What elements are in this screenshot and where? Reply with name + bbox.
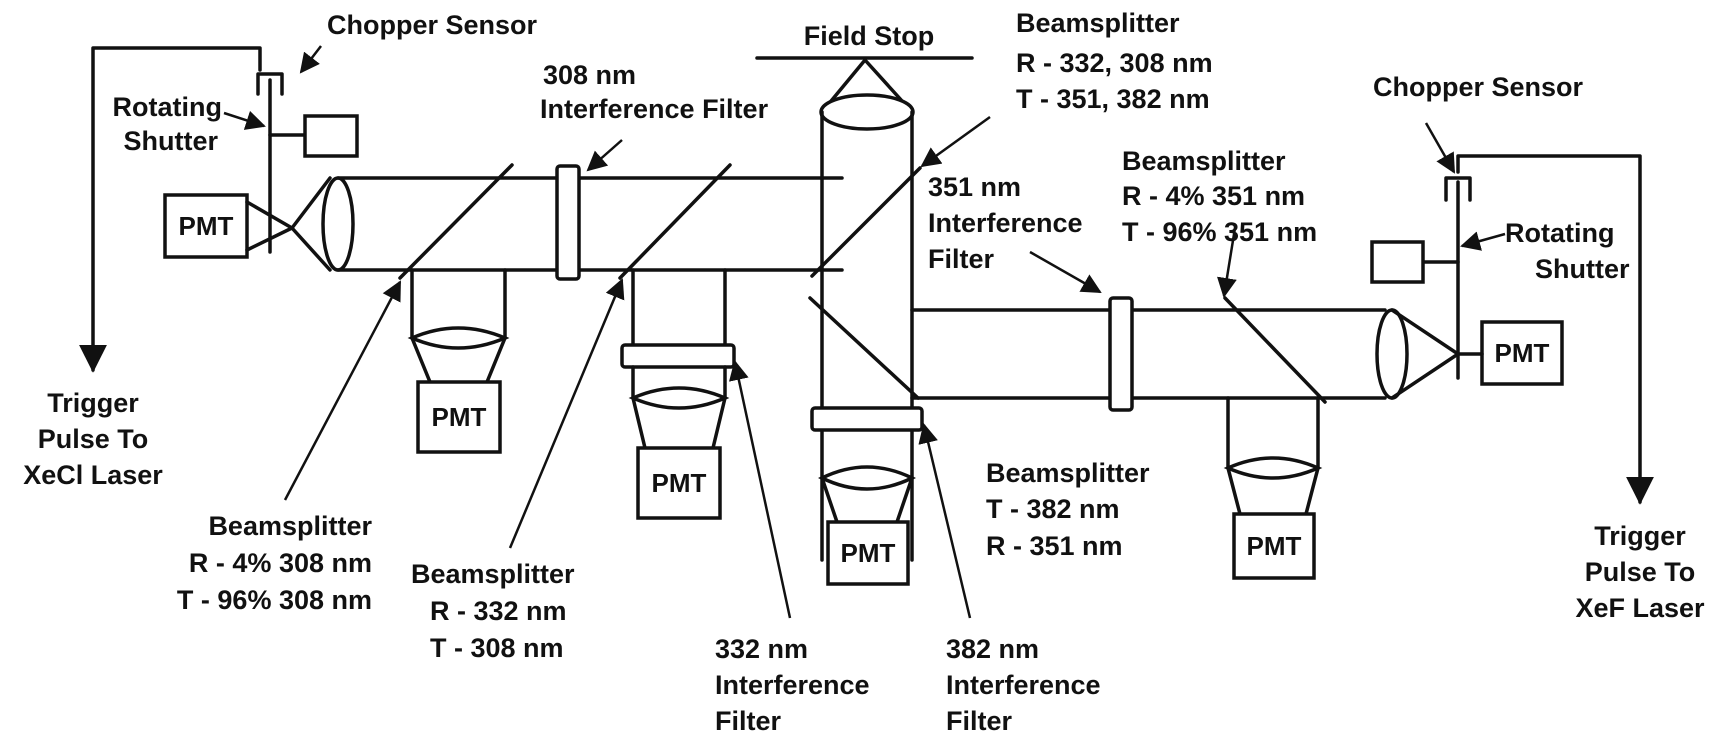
filter-382-line-1: 382 nm [946, 634, 1039, 664]
left-chopper-assembly: PMT [79, 46, 359, 373]
right-shutter-motor [1370, 240, 1425, 284]
beamsplitter-332 [618, 163, 732, 280]
pmt-351 [1232, 512, 1316, 580]
left-collecting-lens [321, 176, 355, 272]
left-shutter-motor [303, 114, 359, 158]
bs-351-line-2: R - 4% 351 nm [1122, 181, 1305, 211]
branch-332: PMT [620, 268, 736, 520]
pmt-382 [826, 520, 910, 586]
trigger-left-line-1: Trigger [47, 388, 139, 418]
bs-308-line-2: R - 4% 308 nm [189, 548, 372, 578]
lens-308-branch [407, 326, 510, 350]
left-chopper-sensor-icon [256, 72, 284, 96]
filter-382nm [810, 406, 924, 432]
beamsplitter-308 [398, 163, 514, 280]
filter-351-line-2: Interference [928, 208, 1083, 238]
right-trigger-wire [1456, 154, 1654, 505]
filter-308nm [555, 164, 581, 281]
trigger-right-line-2: Pulse To [1585, 557, 1696, 587]
pmt-332-label: PMT [652, 468, 707, 498]
chopper-sensor-right-label: Chopper Sensor [1373, 72, 1584, 102]
trigger-right-line-1: Trigger [1594, 521, 1686, 551]
rotating-shutter-left-line-1: Rotating [113, 92, 222, 122]
trigger-left-line-3: XeCl Laser [23, 460, 163, 490]
bs-351-line-3: T - 96% 351 nm [1122, 217, 1317, 247]
left-trigger-wire [79, 46, 262, 373]
bs-382-line-1: Beamsplitter [986, 458, 1150, 488]
lens-351-branch [1223, 456, 1323, 480]
filter-308-label-line-2: Interference Filter [540, 94, 769, 124]
main-beam-left [336, 163, 922, 281]
bs-382-line-2: T - 382 nm [986, 494, 1120, 524]
central-column: PMT [755, 56, 974, 586]
field-lens [819, 93, 915, 131]
filter-351-line-3: Filter [928, 244, 995, 274]
right-collecting-lens [1375, 308, 1409, 400]
right-chopper-assembly: PMT [1370, 154, 1654, 505]
pmt-308-label: PMT [432, 402, 487, 432]
filter-382-line-2: Interference [946, 670, 1101, 700]
bs-top-line-2: R - 332, 308 nm [1016, 48, 1213, 78]
trigger-right-line-3: XeF Laser [1575, 593, 1705, 623]
right-chopper-sensor-icon [1444, 176, 1472, 202]
beamsplitter-351 [1223, 296, 1327, 404]
lens-332-branch [628, 386, 730, 410]
pmt-left-label: PMT [179, 211, 234, 241]
pmt-351-label: PMT [1247, 531, 1302, 561]
filter-332-line-1: 332 nm [715, 634, 808, 664]
bs-332-line-2: R - 332 nm [430, 596, 567, 626]
filter-332-line-3: Filter [715, 706, 782, 735]
filter-308-label-line-1: 308 nm [543, 60, 636, 90]
pmt-308 [416, 380, 502, 454]
field-stop-label: Field Stop [804, 21, 935, 51]
pmt-332 [636, 446, 722, 520]
filter-332nm [620, 343, 736, 369]
bs-308-line-3: T - 96% 308 nm [177, 585, 372, 615]
pmt-left [163, 193, 249, 259]
pmt-right-label: PMT [1495, 338, 1550, 368]
bs-382-line-3: R - 351 nm [986, 531, 1123, 561]
pmt-382-label: PMT [841, 538, 896, 568]
lens-382-branch [818, 465, 916, 491]
filter-382-line-3: Filter [946, 706, 1013, 735]
bs-332-line-3: T - 308 nm [430, 633, 564, 663]
leader-arrows [223, 45, 1506, 619]
beamsplitter-top [810, 166, 922, 278]
filter-332-line-2: Interference [715, 670, 870, 700]
filter-351-line-1: 351 nm [928, 172, 1021, 202]
branch-308: PMT [407, 268, 510, 454]
rotating-shutter-right-line-1: Rotating [1505, 218, 1614, 248]
bs-332-line-1: Beamsplitter [411, 559, 575, 589]
beamsplitter-382 [808, 296, 920, 400]
labels: Chopper Sensor Rotating Shutter Trigger … [23, 8, 1705, 735]
bs-top-line-3: T - 351, 382 nm [1016, 84, 1210, 114]
bs-308-line-1: Beamsplitter [208, 511, 372, 541]
bs-top-line-1: Beamsplitter [1016, 8, 1180, 38]
chopper-sensor-left-label: Chopper Sensor [327, 10, 538, 40]
rotating-shutter-left-line-2: Shutter [124, 126, 219, 156]
filter-351nm [1108, 296, 1134, 412]
bs-351-line-1: Beamsplitter [1122, 146, 1286, 176]
main-beam-right: PMT [910, 296, 1387, 580]
rotating-shutter-right-line-2: Shutter [1535, 254, 1630, 284]
trigger-left-line-2: Pulse To [38, 424, 149, 454]
